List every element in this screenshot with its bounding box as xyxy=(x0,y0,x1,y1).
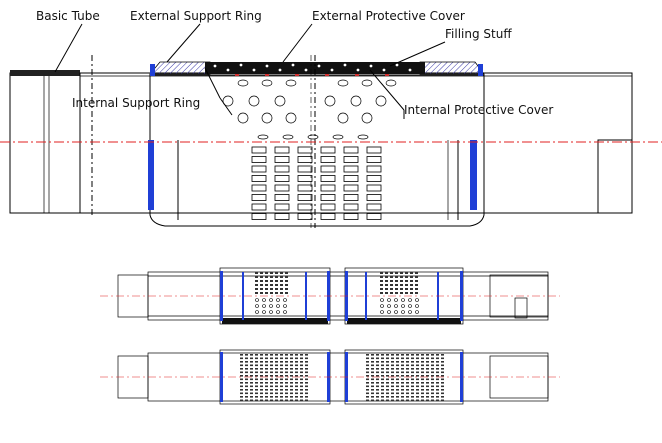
label-external-support-ring: External Support Ring xyxy=(130,9,262,23)
external-support-ring xyxy=(149,61,211,75)
filling-stuff-layer xyxy=(205,62,425,74)
main-section-view xyxy=(0,55,662,228)
base-tube-left-body xyxy=(9,72,81,214)
perforations-upper xyxy=(222,79,397,140)
label-internal-protective-cover: Internal Protective Cover xyxy=(404,103,553,117)
base-tube-wall-top xyxy=(10,70,80,76)
labels: Basic Tube External Support Ring Externa… xyxy=(36,9,553,119)
assembly-view-sectioned xyxy=(100,267,560,325)
blue-bands xyxy=(148,64,483,210)
label-basic-tube: Basic Tube xyxy=(36,9,100,23)
assembly-view-external xyxy=(100,349,560,405)
filling-stuff-dots xyxy=(213,63,412,72)
assembly-view-1-perforations xyxy=(255,272,419,314)
label-external-protective-cover: External Protective Cover xyxy=(312,9,465,23)
screen-body xyxy=(149,74,485,227)
base-tube-right-thread xyxy=(597,139,633,214)
base-tube-main-body xyxy=(79,72,633,214)
assembly-view-2-slots xyxy=(240,354,444,402)
perforations-lower-slots xyxy=(251,146,382,220)
external-support-ring-right xyxy=(419,61,485,75)
label-internal-support-ring: Internal Support Ring xyxy=(72,96,200,110)
inner-cover-red-marks xyxy=(235,74,389,76)
label-filling-stuff: Filling Stuff xyxy=(445,27,512,41)
